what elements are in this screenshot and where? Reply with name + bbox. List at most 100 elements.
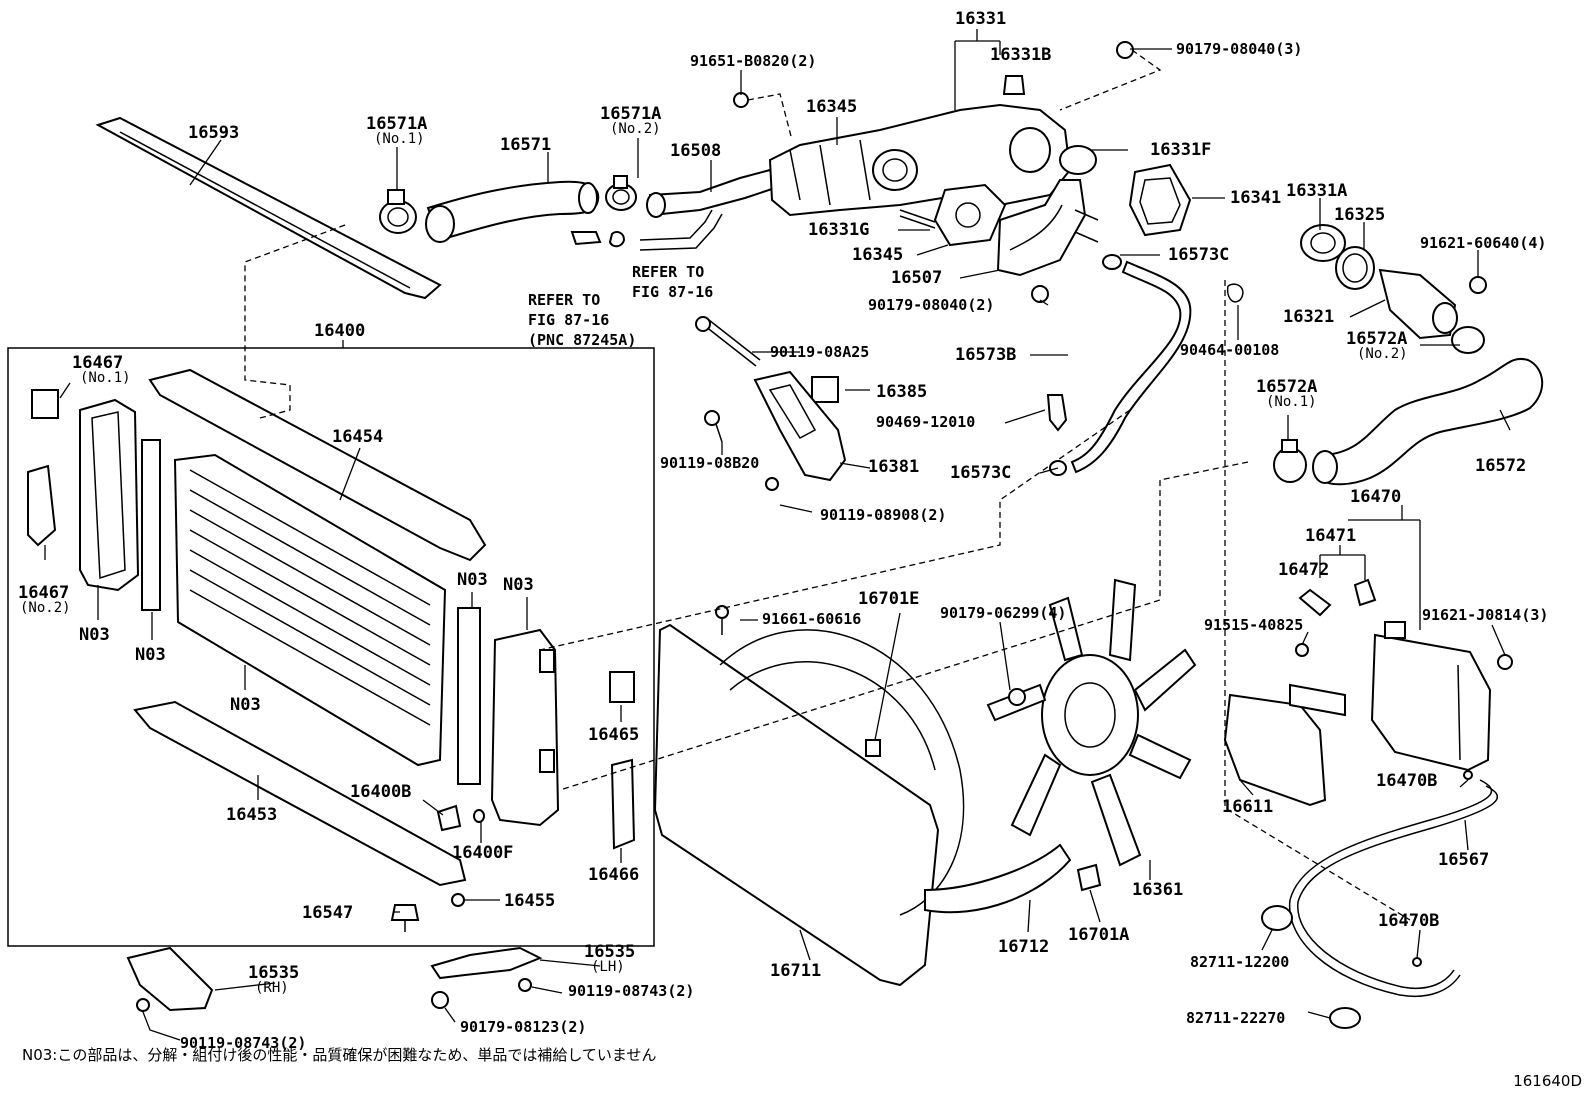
- seal-strip-16593: [95, 116, 442, 300]
- label-90464-00108: 90464-00108: [1180, 341, 1279, 359]
- gasket-16341: [1128, 163, 1192, 237]
- refer-note-1-line2: FIG 87-16: [632, 283, 713, 301]
- label-16470: 16470: [1350, 487, 1401, 507]
- label-16467-no2: 16467: [18, 583, 69, 603]
- label-16400: 16400: [314, 321, 365, 341]
- clip-16470B-bottom: [1412, 957, 1422, 967]
- label-91651-B0820-2: 91651-B0820(2): [690, 52, 816, 70]
- label-N03-left: N03: [79, 625, 110, 645]
- label-16341: 16341: [1230, 188, 1281, 208]
- reservoir-tank-16470: [1370, 621, 1492, 772]
- refer-note-2-line1: REFER TO: [528, 291, 600, 309]
- gasket-16325: [1335, 246, 1375, 290]
- label-16400F: 16400F: [452, 843, 513, 863]
- label-16571A-no1: 16571A: [366, 114, 427, 134]
- label-16572A-no2-sub: (No.2): [1357, 346, 1408, 362]
- label-16572A-no1: 16572A: [1256, 377, 1317, 397]
- bolt-90179-08040-2: [1031, 285, 1049, 303]
- label-16571: 16571: [500, 135, 551, 155]
- radiator-left-tank: [79, 398, 140, 592]
- fan-guard-16712: [924, 843, 1072, 914]
- label-91621-60640-4: 91621-60640(4): [1420, 234, 1546, 252]
- label-90179-08040-2: 90179-08040(2): [868, 296, 994, 314]
- bolt-91515-40825: [1295, 643, 1309, 657]
- label-90119-08908-2: 90119-08908(2): [820, 506, 946, 524]
- drain-cock-16400B: [436, 804, 462, 832]
- bolt-16701E: [865, 739, 881, 757]
- label-16611: 16611: [1222, 797, 1273, 817]
- label-16361: 16361: [1132, 880, 1183, 900]
- label-N03-core: N03: [230, 695, 261, 715]
- radiator-assy-box: [7, 340, 655, 947]
- lower-support-16453: [133, 700, 467, 887]
- label-16453: 16453: [226, 805, 277, 825]
- label-16345-top: 16345: [806, 97, 857, 117]
- label-16572A-no2: 16572A: [1346, 329, 1407, 349]
- label-16331B: 16331B: [990, 45, 1051, 65]
- hose-clamp-16572A-no1: [1273, 439, 1307, 483]
- label-16571A-no1-sub: (No.1): [374, 131, 425, 147]
- bolt-91621-60640: [1469, 276, 1487, 294]
- label-90469-12010: 90469-12010: [876, 413, 975, 431]
- water-outlet-16331: [768, 103, 1097, 217]
- label-16572: 16572: [1475, 456, 1526, 476]
- label-16701E: 16701E: [858, 589, 919, 609]
- label-90179-08123-2: 90179-08123(2): [460, 1018, 586, 1036]
- label-16471: 16471: [1305, 526, 1356, 546]
- label-N03-tank-right: N03: [503, 575, 534, 595]
- label-82711-22270: 82711-22270: [1186, 1009, 1285, 1027]
- label-91515-40825: 91515-40825: [1204, 616, 1303, 634]
- label-N03-gasket-right: N03: [457, 570, 488, 590]
- bolt-91621-J0814: [1497, 654, 1513, 670]
- clip-16701A: [1076, 863, 1102, 892]
- label-16701A: 16701A: [1068, 925, 1129, 945]
- refer-notes: REFER TO FIG 87-16 REFER TO FIG 87-16 (P…: [528, 263, 713, 349]
- cap-16472: [1298, 588, 1332, 617]
- label-90119-08743-rh: 90119-08743(2): [180, 1034, 306, 1052]
- nut-90179-08123: [431, 991, 449, 1009]
- label-16535-rh: 16535: [248, 963, 299, 983]
- label-16331: 16331: [955, 9, 1006, 29]
- footnote-n03: N03:この部品は、分解・組付け後の性能・品質確保が困難なため、単品では補給して…: [22, 1046, 657, 1064]
- label-91621-J0814-3: 91621-J0814(3): [1422, 606, 1548, 624]
- label-16535-rh-sub: (RH): [255, 980, 289, 996]
- leader-lines: [44, 29, 1511, 1041]
- label-16466: 16466: [588, 865, 639, 885]
- label-16345-bottom: 16345: [852, 245, 903, 265]
- bracket-16611: [1223, 683, 1346, 807]
- label-16535-lh: 16535: [584, 942, 635, 962]
- clip-16470B-top: [1463, 770, 1473, 780]
- label-16465: 16465: [588, 725, 639, 745]
- label-16507: 16507: [891, 268, 942, 288]
- cushion-16467-no2: [27, 464, 57, 547]
- clamp-82711-12200: [1261, 905, 1293, 931]
- water-pipe-16508: [639, 168, 777, 251]
- bolt-90119-08908: [765, 477, 779, 491]
- small-hoses: [570, 231, 626, 248]
- label-16470B-top: 16470B: [1376, 771, 1437, 791]
- label-16593: 16593: [188, 123, 239, 143]
- label-16325: 16325: [1334, 205, 1385, 225]
- bracket-16381: [753, 370, 847, 482]
- thermostat-16331A: [1300, 224, 1346, 262]
- cooling-fan-16361: [986, 578, 1197, 867]
- label-16547: 16547: [302, 903, 353, 923]
- hose-clamp-16571A-no1: [379, 189, 417, 234]
- nut-90179-06299: [1008, 688, 1026, 706]
- label-16472: 16472: [1278, 560, 1329, 580]
- label-N03-gasket-left: N03: [135, 645, 166, 665]
- label-16385: 16385: [876, 382, 927, 402]
- clip-90469-12010: [1046, 394, 1068, 432]
- cap-16331B: [1002, 75, 1026, 95]
- studs-16573: [1074, 209, 1099, 243]
- bypass-hose-16573B: [1070, 260, 1192, 474]
- label-90179-08040-3: 90179-08040(3): [1176, 40, 1302, 58]
- water-inlet-housing-16321: [1378, 268, 1458, 340]
- figure-id: 161640D: [1513, 1072, 1582, 1090]
- radiator-inlet-hose-16571: [425, 180, 600, 243]
- label-16455: 16455: [504, 891, 555, 911]
- label-16573B: 16573B: [955, 345, 1016, 365]
- label-16572A-no1-sub: (No.1): [1266, 394, 1317, 410]
- bracket-16535-lh: [430, 946, 543, 980]
